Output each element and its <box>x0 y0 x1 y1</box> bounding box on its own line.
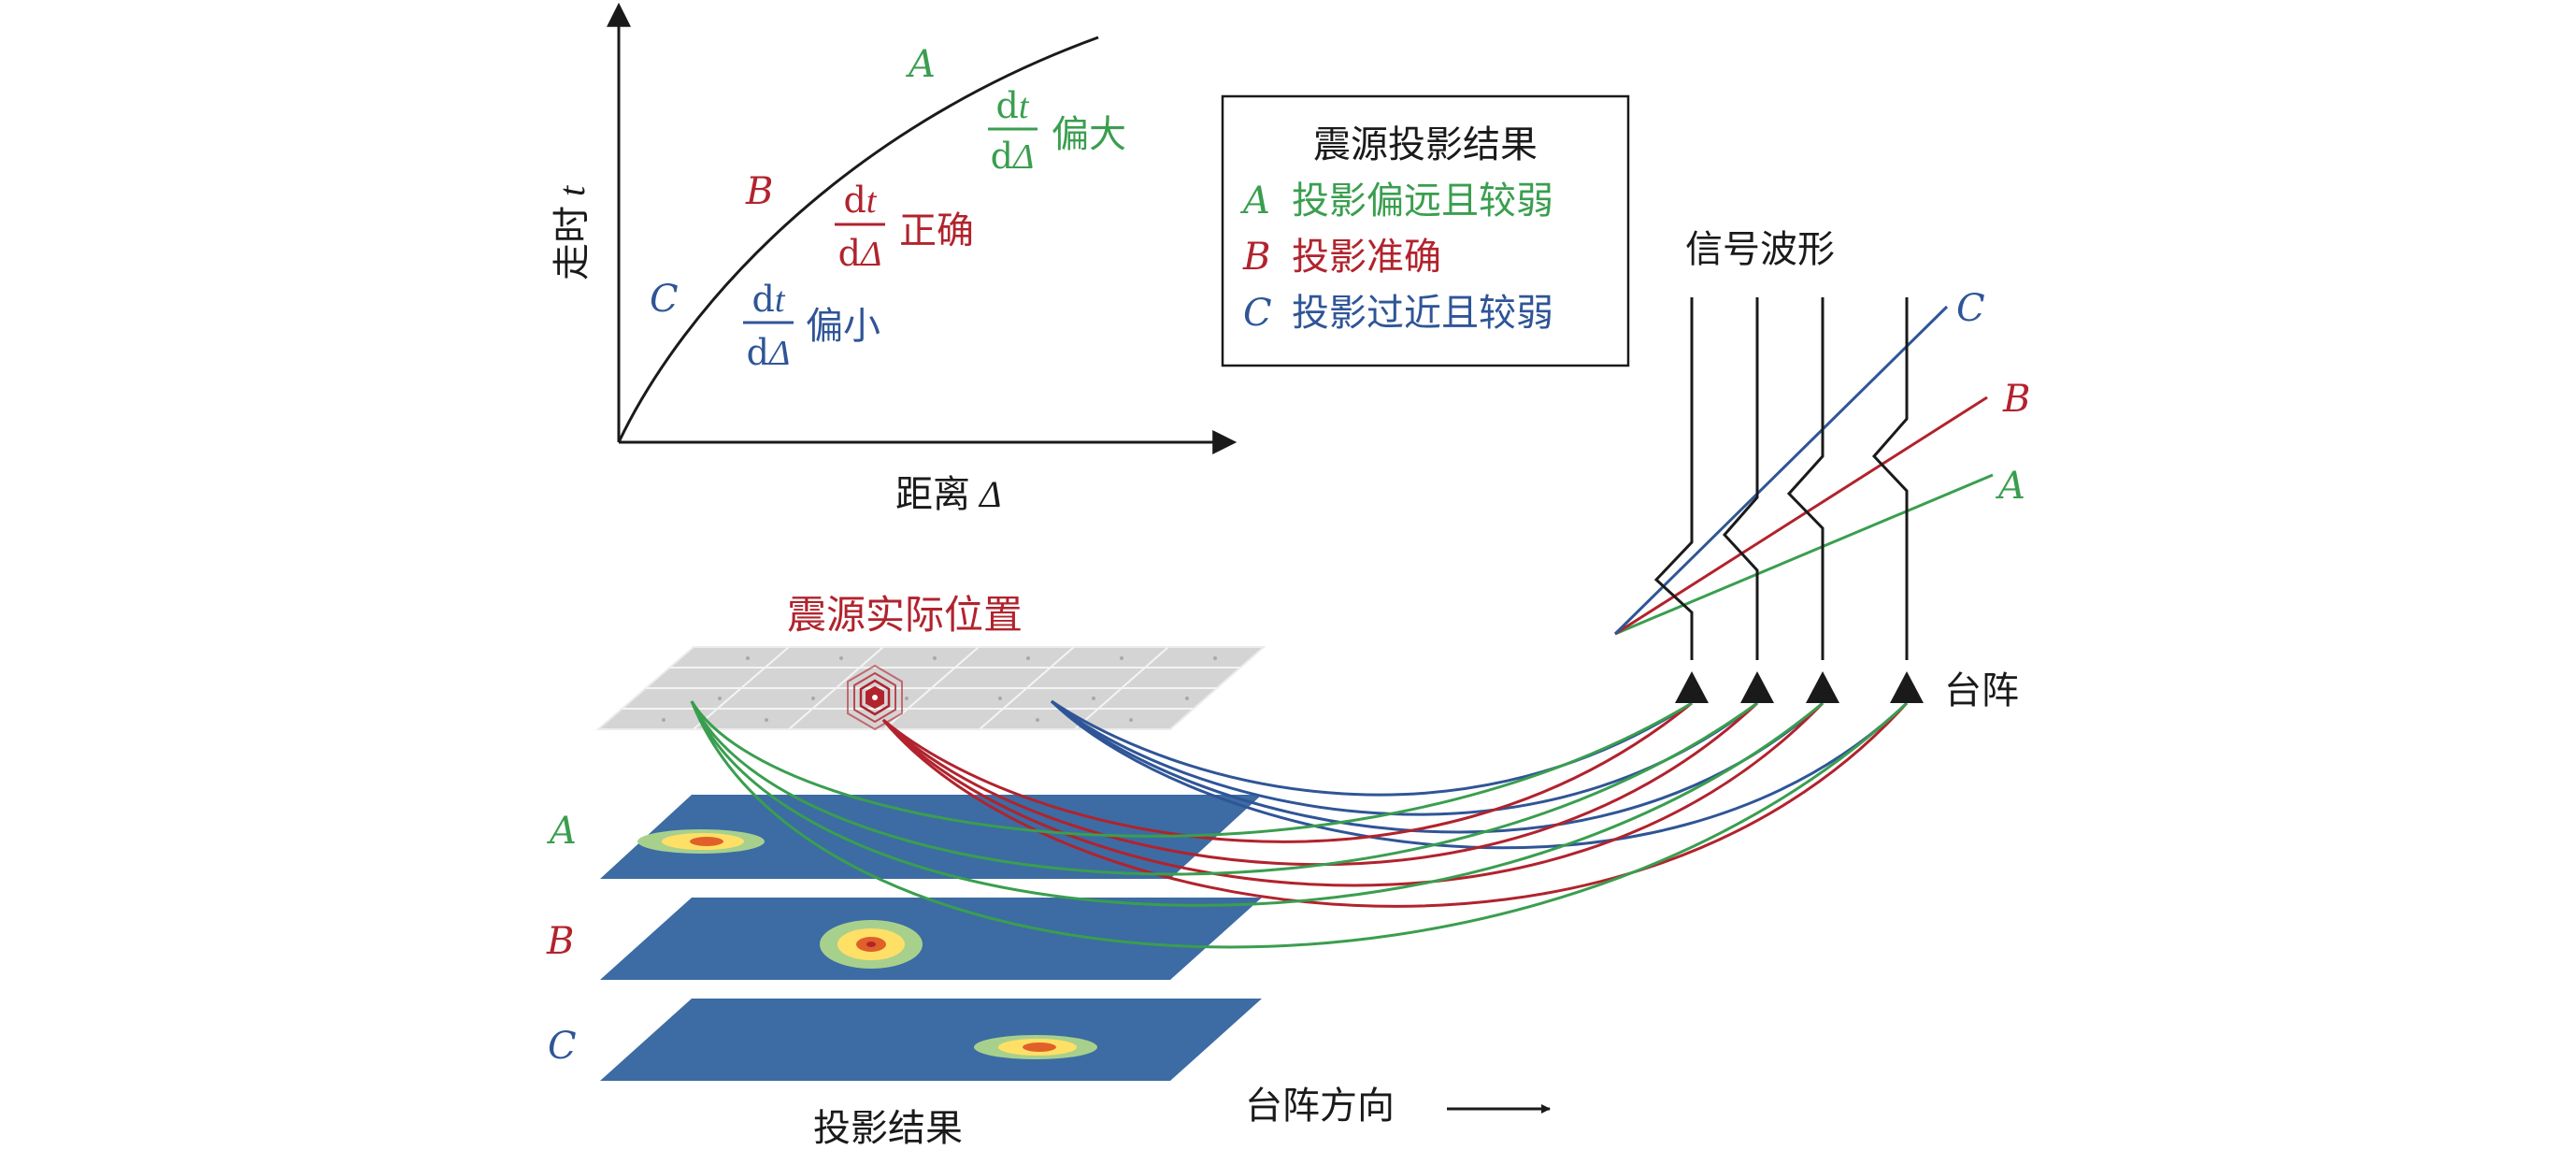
triangle-station-icon <box>1890 671 1924 703</box>
legend-item-c: C 投影过近且较弱 <box>1243 292 1553 335</box>
svg-text:dt: dt <box>752 279 786 320</box>
svg-text:投影偏远且较弱: 投影偏远且较弱 <box>1292 180 1553 223</box>
y-axis-label: 走时t <box>551 185 594 280</box>
waveform-trace-2 <box>1722 297 1759 660</box>
ray-paths <box>690 699 1909 949</box>
curve-label-c: C <box>650 278 679 321</box>
svg-text:投影过近且较弱: 投影过近且较弱 <box>1292 292 1553 335</box>
curve-label-a: A <box>905 43 936 86</box>
waveform-trace-3 <box>1786 297 1825 660</box>
svg-text:dt: dt <box>844 180 878 221</box>
legend-title: 震源投影结果 <box>1313 123 1538 166</box>
ray-c-4 <box>1050 699 1909 850</box>
ray-b-3 <box>881 701 1825 887</box>
svg-text:投影准确: 投影准确 <box>1292 236 1441 279</box>
svg-text:dΔ: dΔ <box>991 136 1035 177</box>
svg-text:偏大: 偏大 <box>1052 113 1126 156</box>
svg-text:C: C <box>1243 292 1272 335</box>
triangle-station-icon <box>1740 671 1774 703</box>
derivative-b: dt dΔ 正确 <box>835 180 974 274</box>
svg-text:dt: dt <box>996 85 1030 126</box>
station-array: 台阵 <box>1675 669 2019 712</box>
ray-a-1 <box>690 700 1693 838</box>
ray-b-2 <box>881 701 1759 867</box>
hexagon-source-icon <box>847 664 903 731</box>
array-direction: 台阵方向 <box>1245 1085 1551 1128</box>
curve-label-b: B <box>745 170 773 213</box>
triangle-station-icon <box>1806 671 1839 703</box>
svg-text:dΔ: dΔ <box>838 233 882 274</box>
waveform-title: 信号波形 <box>1685 228 1835 271</box>
plane-label-c: C <box>548 1025 577 1068</box>
derivative-a: dt dΔ 偏大 <box>988 85 1126 177</box>
ray-a-2 <box>690 700 1758 876</box>
projection-title: 投影结果 <box>813 1107 963 1150</box>
legend-box: 震源投影结果 A 投影偏远且较弱 B 投影准确 C 投影过近且较弱 <box>1221 94 1630 367</box>
beam-label-b: B <box>2002 378 2030 421</box>
traveltime-curve <box>617 36 1099 443</box>
waveform-panel: 信号波形 A B C <box>1613 228 2030 660</box>
triangle-station-icon <box>1675 671 1709 703</box>
svg-text:B: B <box>1242 236 1270 279</box>
projection-plane-c: C <box>548 999 1262 1081</box>
waveform-trace-4 <box>1871 297 1909 660</box>
ray-b-4 <box>881 701 1909 908</box>
ray-a-4 <box>690 700 1909 949</box>
array-label: 台阵 <box>1944 669 2019 712</box>
svg-text:dΔ: dΔ <box>747 332 791 373</box>
projection-plane-b: B <box>546 898 1262 980</box>
derivative-c: dt dΔ 偏小 <box>743 279 880 373</box>
ray-c-3 <box>1050 699 1824 834</box>
beam-label-c: C <box>1956 287 1985 330</box>
plane-label-a: A <box>546 810 577 853</box>
svg-text:正确: 正确 <box>899 209 974 252</box>
projection-plane-a: A <box>546 795 1262 879</box>
beam-line-c <box>1613 305 1949 636</box>
waveform-trace-1 <box>1653 297 1694 660</box>
legend-item-b: B 投影准确 <box>1242 236 1441 279</box>
beam-line-a <box>1614 473 1994 636</box>
source-label: 震源实际位置 <box>787 592 1023 638</box>
svg-text:偏小: 偏小 <box>806 305 880 348</box>
ray-b-1 <box>882 701 1693 843</box>
svg-text:A: A <box>1239 180 1270 223</box>
array-direction-label: 台阵方向 <box>1245 1085 1395 1128</box>
source-grid: 震源实际位置 <box>595 592 1267 731</box>
beam-line-b <box>1614 395 1988 636</box>
ray-a-3 <box>690 700 1824 907</box>
beam-label-a: A <box>1995 465 2025 508</box>
projection-planes: A B C 投影结果 <box>546 795 1262 1150</box>
plane-label-b: B <box>546 920 574 963</box>
legend-item-a: A 投影偏远且较弱 <box>1239 180 1553 223</box>
